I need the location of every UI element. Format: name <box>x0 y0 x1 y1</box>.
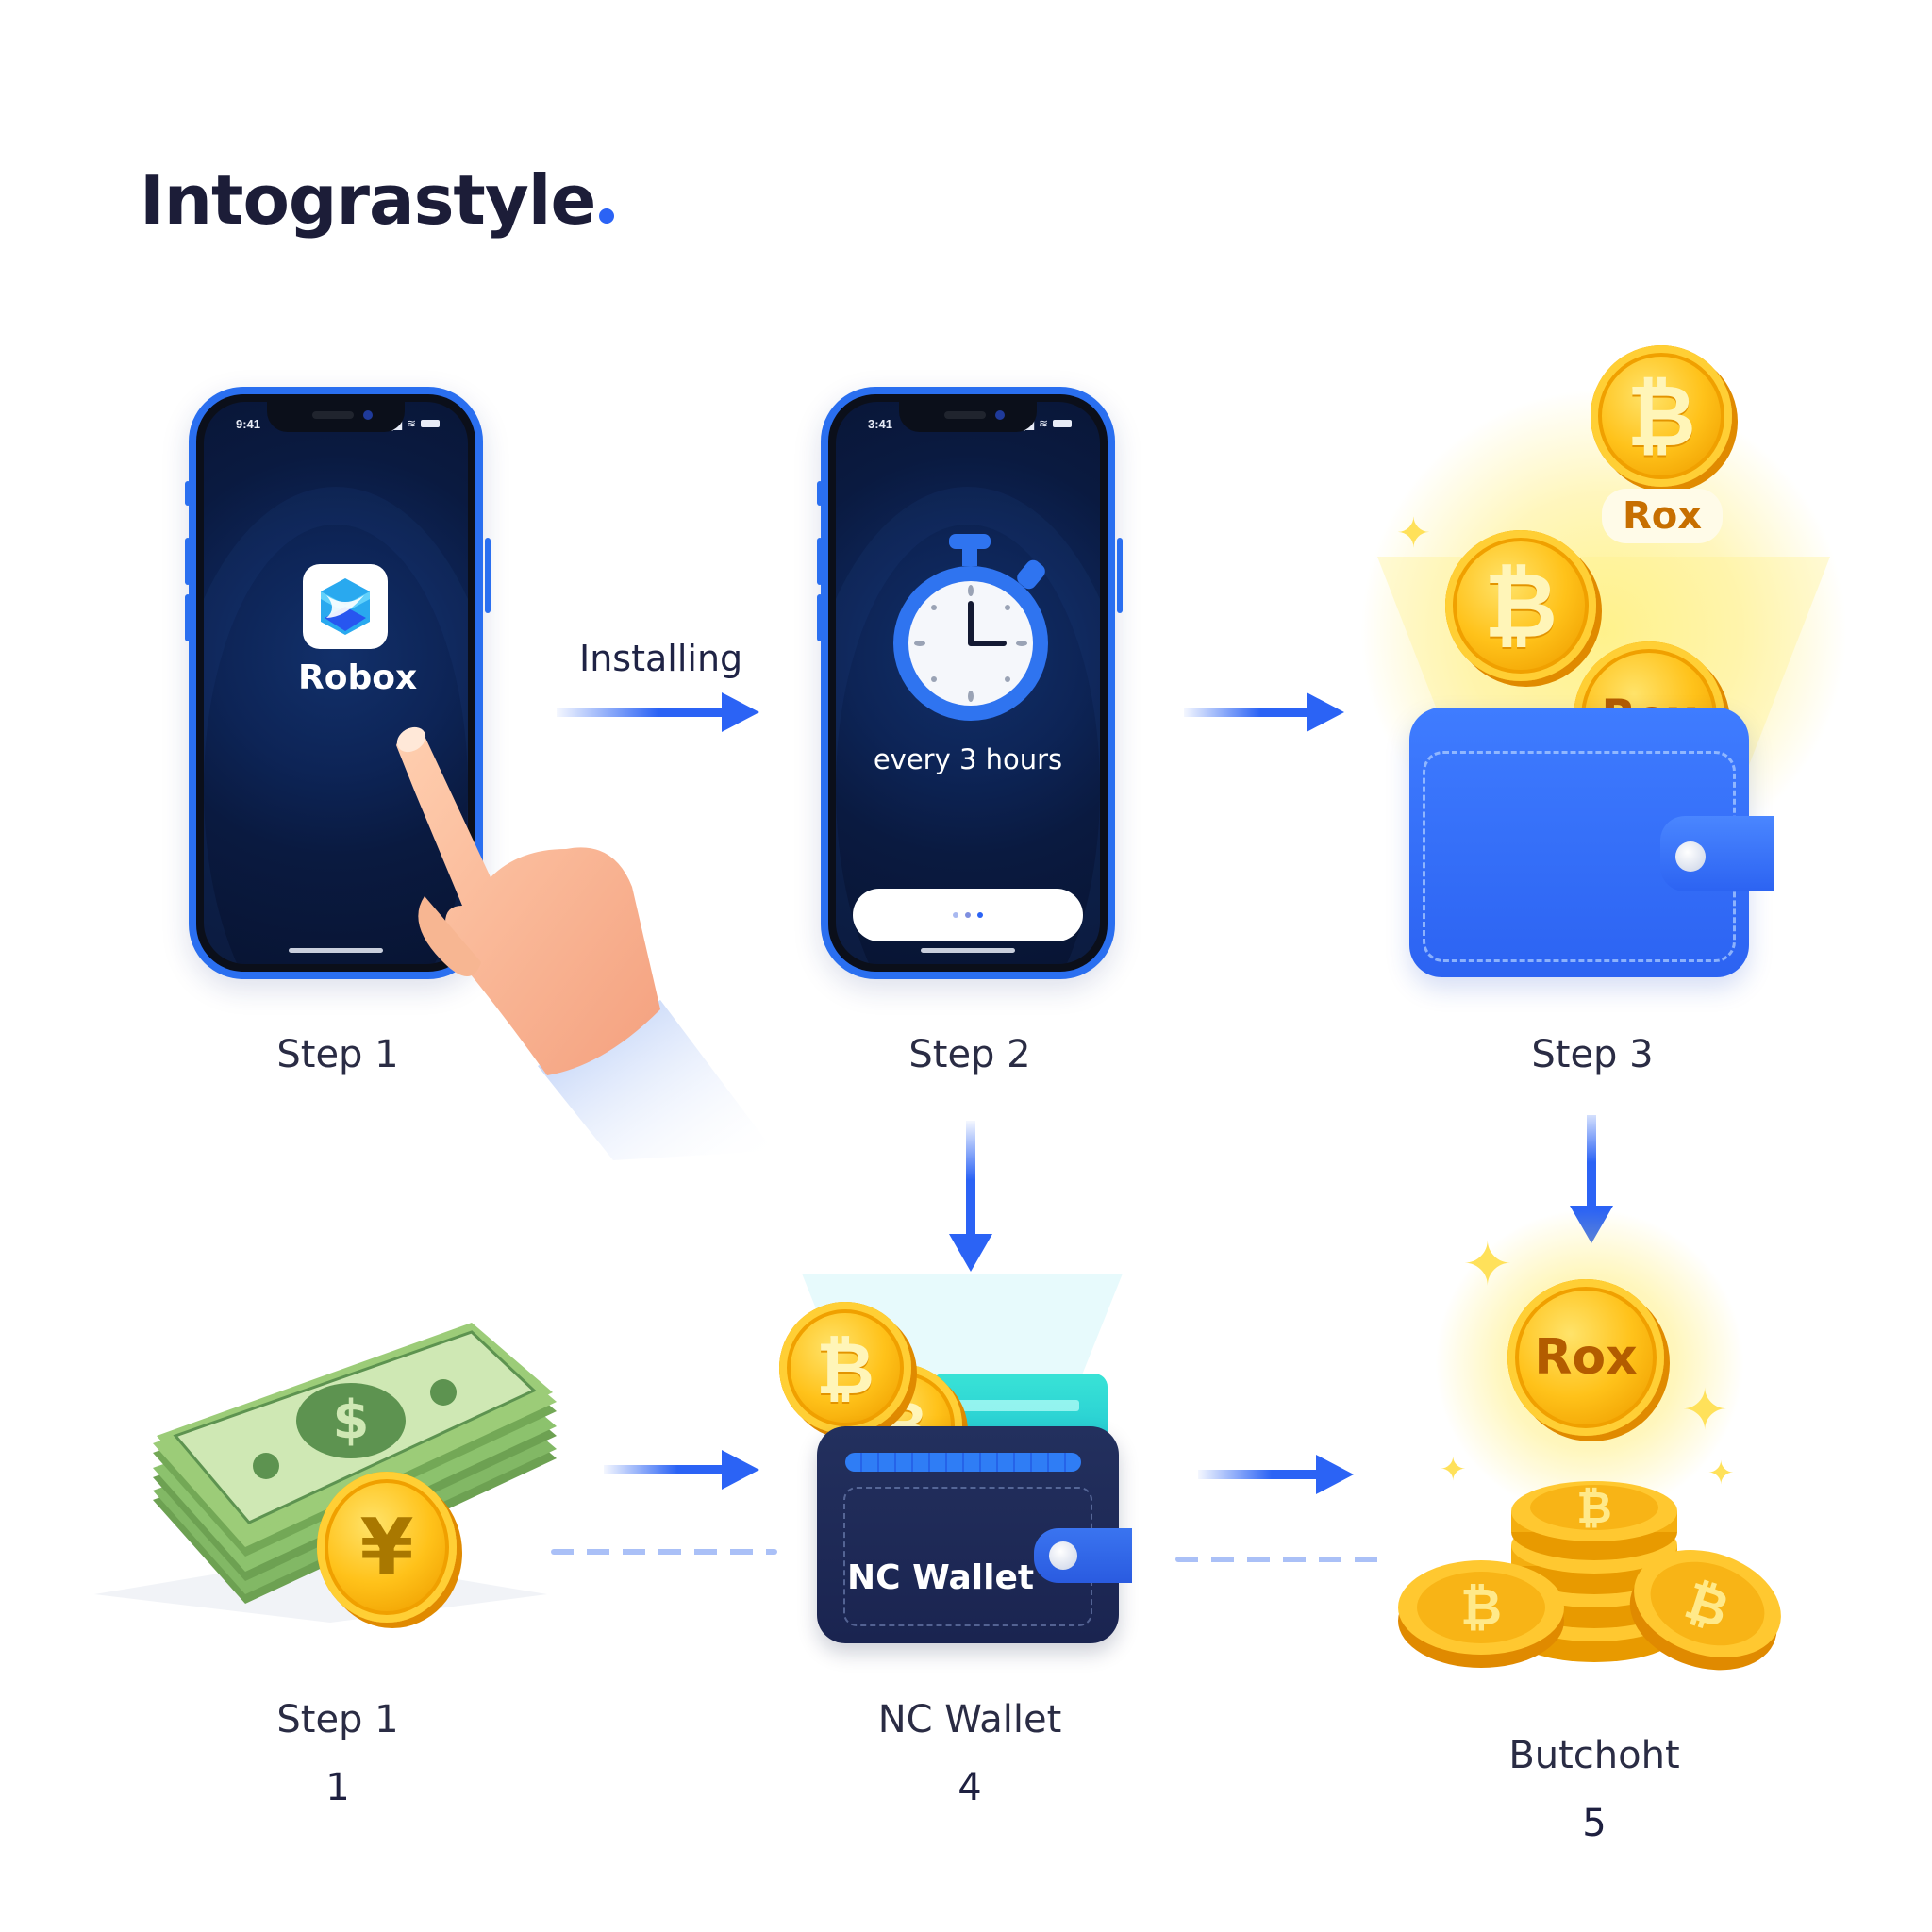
phone-side-button <box>817 594 823 641</box>
sparkle-icon: ✦ <box>1707 1455 1735 1492</box>
cube-logo-icon <box>303 564 388 649</box>
dashed-connector <box>551 1549 777 1555</box>
wallet-snap <box>1675 841 1706 872</box>
pointing-hand-icon <box>377 708 774 1160</box>
phone-side-button <box>1117 538 1123 613</box>
bitcoin-coin: ₿ <box>1591 345 1732 487</box>
arrow-right-icon <box>1198 1453 1354 1496</box>
phone-side-button <box>817 538 823 585</box>
phone-side-button <box>485 538 491 613</box>
phone-step1: 9:41 ▂▄▆ ≋ <box>189 387 483 979</box>
step1-illustration: 9:41 ▂▄▆ ≋ <box>185 387 491 991</box>
wallet-snap <box>1049 1541 1077 1570</box>
bottom-item2-label: NC Wallet <box>877 1698 1062 1741</box>
wifi-icon: ≋ <box>406 417 416 430</box>
bitcoin-coin: ₿ <box>779 1302 911 1434</box>
step2-illustration: 3:41 ▂▄▆ ≋ <box>817 387 1123 991</box>
arrow-right-icon <box>557 691 759 734</box>
battery-icon <box>421 420 440 427</box>
stopwatch-icon <box>891 532 1060 721</box>
arrow-right-icon <box>1184 691 1344 734</box>
coin-stack: ₿ ₿ ₿ <box>1398 1481 1781 1671</box>
yen-icon: ¥ <box>359 1502 414 1592</box>
phone-notch <box>899 402 1037 432</box>
rox-tag: Rox <box>1602 489 1724 543</box>
brand-dot <box>599 208 615 224</box>
brand-name: Intograstyle <box>140 160 596 240</box>
brand-logo: Intograstyle <box>140 160 615 240</box>
loading-dot <box>977 912 983 918</box>
bottom-item1-label: Step 1 <box>276 1698 399 1741</box>
bottom-item1-illustration: $ ¥ <box>94 1311 566 1651</box>
phone-side-button <box>185 594 191 641</box>
bitcoin-icon: ₿ <box>1460 1577 1502 1637</box>
sparkle-icon: ✦ <box>1396 509 1431 558</box>
yen-coin: ¥ <box>317 1472 457 1623</box>
bottom-item3-illustration: ✦ ✦ ✦ ✦ Rox ₿ ₿ ₿ <box>1377 1208 1811 1707</box>
installing-caption: Installing <box>579 638 743 679</box>
rox-coin-label: Rox <box>1534 1329 1638 1386</box>
bottom-item1-number: 1 <box>325 1766 350 1809</box>
phone-step2: 3:41 ▂▄▆ ≋ <box>821 387 1115 979</box>
wallet-text: NC Wallet <box>847 1558 1035 1597</box>
bitcoin-icon: ₿ <box>1576 1482 1612 1533</box>
step3-label: Step 3 <box>1531 1033 1654 1076</box>
home-indicator <box>921 948 1015 953</box>
phone-side-button <box>185 538 191 585</box>
sparkle-icon: ✦ <box>1681 1377 1729 1443</box>
bitcoin-icon: ₿ <box>1626 366 1696 466</box>
phone-screen: 3:41 ▂▄▆ ≋ <box>836 402 1100 964</box>
bottom-item3-number: 5 <box>1582 1802 1607 1845</box>
phone-side-button <box>817 481 823 506</box>
bitcoin-icon: ₿ <box>1483 553 1558 658</box>
step3-illustration: ₿ Rox ✦ ₿ Rox <box>1340 330 1868 991</box>
loading-button[interactable] <box>853 889 1083 941</box>
app-name: Robox <box>298 658 418 697</box>
dollar-icon: $ <box>333 1390 370 1451</box>
bitcoin-coin: ₿ <box>1445 530 1596 681</box>
step1-label: Step 1 <box>276 1033 399 1076</box>
phone-side-button <box>185 481 191 506</box>
home-indicator <box>289 948 383 953</box>
loading-dot <box>965 912 971 918</box>
step2-label: Step 2 <box>908 1033 1031 1076</box>
arrow-down-icon <box>949 1121 992 1272</box>
sparkle-icon: ✦ <box>1440 1451 1467 1489</box>
loading-dot <box>953 912 958 918</box>
interval-caption: every 3 hours <box>873 743 1063 775</box>
rox-coin: Rox <box>1507 1279 1664 1436</box>
bottom-item3-label: Butchoht <box>1508 1734 1680 1777</box>
wifi-icon: ≋ <box>1038 417 1048 430</box>
dashed-connector <box>1175 1557 1383 1562</box>
phone-screen: 9:41 ▂▄▆ ≋ <box>204 402 468 964</box>
status-time: 9:41 <box>236 417 261 431</box>
arrow-right-icon <box>604 1448 759 1491</box>
wallet-strip <box>845 1453 1081 1472</box>
bitcoin-icon: ₿ <box>816 1325 874 1410</box>
app-robox[interactable]: Robox <box>298 564 418 697</box>
bottom-item2-illustration: ₿ ₿ NC Wallet <box>774 1274 1170 1651</box>
bottom-item2-number: 4 <box>958 1766 982 1809</box>
battery-icon <box>1053 420 1072 427</box>
phone-notch <box>267 402 405 432</box>
status-time: 3:41 <box>868 417 893 431</box>
sparkle-icon: ✦ <box>1462 1230 1513 1300</box>
